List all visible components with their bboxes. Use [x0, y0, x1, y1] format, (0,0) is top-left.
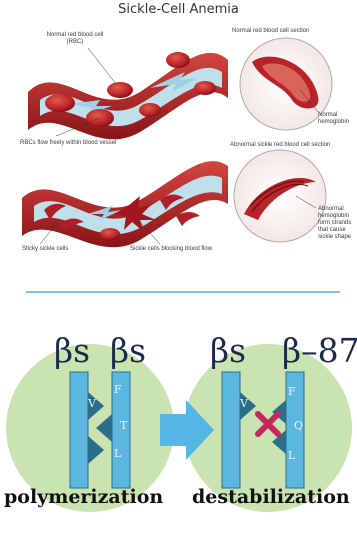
figure-title: Sickle-Cell Anemia [0, 2, 357, 17]
label-rbc-flow: RBCs flow freely within blood vessel [20, 140, 170, 147]
residue-label: L [114, 448, 121, 460]
normal-vessel [28, 48, 228, 139]
residue-label: Q [294, 420, 303, 432]
residue-label: F [288, 386, 296, 398]
caption-polymerization: polymerization [4, 486, 163, 508]
residue-label: V [240, 398, 248, 410]
label-normal-rbc: Normal red blood cell (RBC) [40, 32, 110, 46]
residue-label: V [88, 398, 96, 410]
left-strand-b-label: βs [110, 334, 146, 368]
residue-label: L [288, 450, 295, 462]
red-blood-cell [100, 228, 120, 240]
red-blood-cell [194, 81, 216, 95]
label-sticky-sickle-cells: Sticky sickle cells [22, 246, 82, 253]
red-blood-cell [45, 94, 75, 112]
residue-label: T [120, 420, 127, 432]
red-blood-cell [107, 82, 133, 98]
label-abnormal-section: Abnormal sickle red blood cell section [230, 142, 355, 149]
right-strand-a-label: βs [210, 334, 246, 368]
label-abnormal-hemoglobin: Abnormal hemoglobin form strands that ca… [318, 206, 354, 241]
residue-label: F [114, 384, 122, 396]
red-blood-cell [139, 103, 161, 117]
label-sickle-blocking: Sickle cells blocking blood flow [130, 246, 230, 253]
caption-destabilization: destabilization [192, 486, 350, 508]
right-strand-b-label: β–87 [282, 334, 357, 368]
red-blood-cell [166, 52, 190, 68]
abnormal-section [234, 150, 326, 242]
label-normal-hemoglobin: Normal hemoglobin [318, 112, 352, 126]
beta-strand [222, 372, 240, 488]
left-strand-a-label: βs [54, 334, 90, 368]
label-normal-section: Normal red blood cell section [232, 28, 352, 35]
abnormal-vessel [22, 161, 228, 247]
beta-strand [70, 372, 88, 488]
